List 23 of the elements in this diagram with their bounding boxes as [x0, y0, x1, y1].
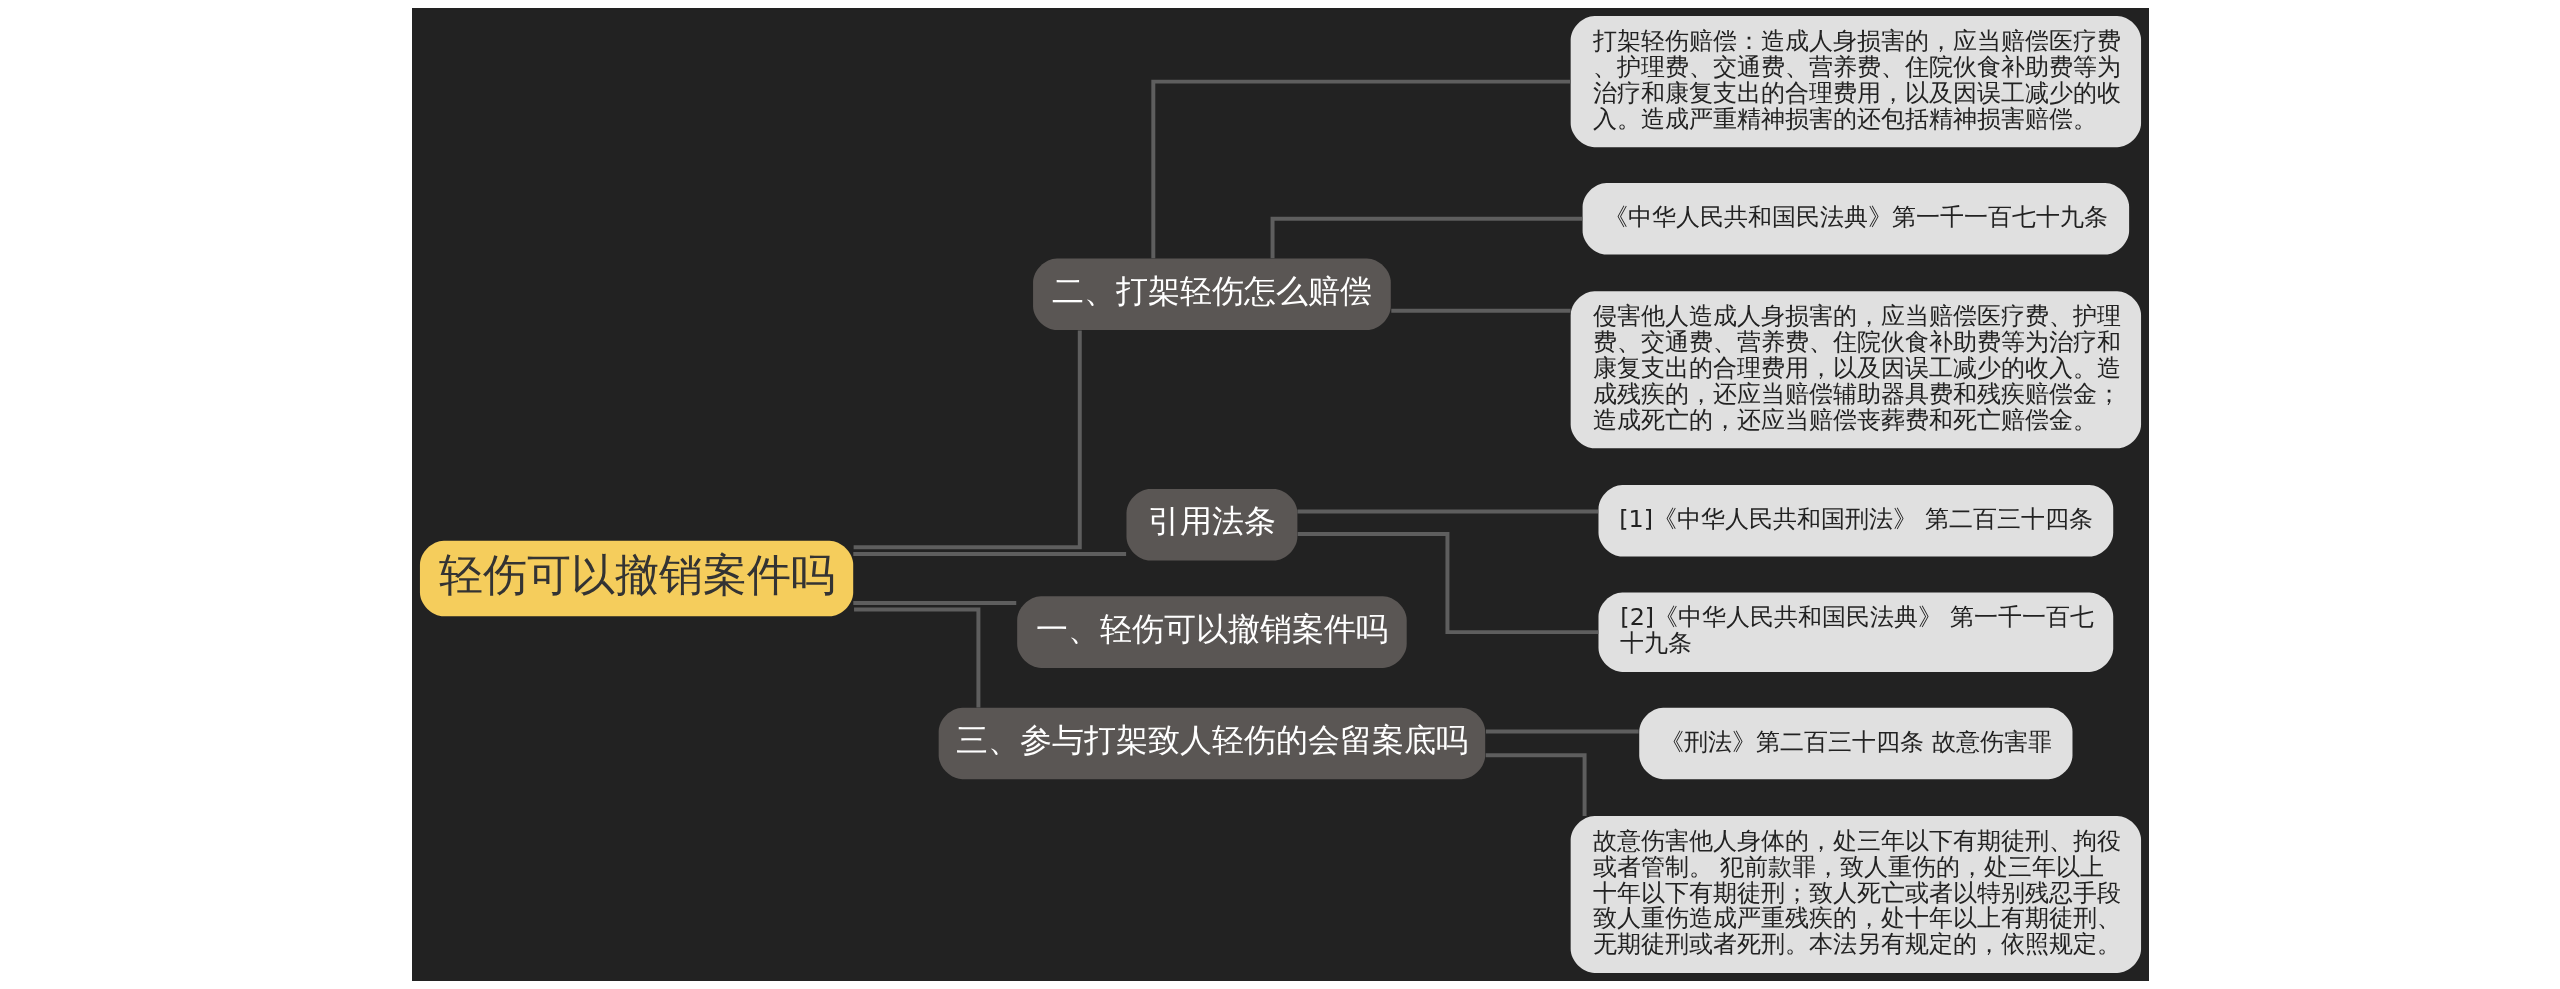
node-box: 打架轻伤赔偿：造成人身损害的，应当赔偿医疗费、护理费、交通费、营养费、住院伙食补助费等为治疗和康复支出的合理费用，以及因误工减少的收入。造成严重精神损害的还包括精神损害赔偿。 — [1570, 16, 2141, 148]
node-box: 故意伤害他人身体的，处三年以下有期徒刑、拘役或者管制。 犯前款罪，致人重伤的，处三年以上十年以下有期徒刑；致人死亡或者以特别残忍手段致人重伤造成严重残疾的，处十年以上有期徒刑、无期徒刑或者死刑。本法另有规定的，依照规定。 — [1570, 815, 2141, 973]
node-box: 侵害他人造成人身损害的，应当赔偿医疗费、护理费、交通费、营养费、住院伙食补助费等为治疗和康复支出的合理费用，以及因误工减少的收入。造成残疾的，还应当赔偿辅助器具费和残疾赔偿金；造成死亡的，还应当赔偿丧葬费和死亡赔偿金。 — [1570, 291, 2141, 449]
connector — [1485, 753, 1587, 816]
connector — [1485, 729, 1639, 734]
connector — [853, 330, 1082, 550]
connector — [1297, 532, 1598, 635]
node-box: 轻伤可以撤销案件吗 — [419, 540, 853, 617]
connector — [853, 607, 980, 708]
node-box: [1]《中华人民共和国刑法》 第二百三十四条 — [1598, 485, 2113, 557]
node-box: 二、打架轻伤怎么赔偿 — [1032, 258, 1391, 331]
node-box: 三、参与打架致人轻伤的会留案底吗 — [938, 707, 1485, 780]
connector — [1270, 216, 1582, 259]
connector — [1150, 79, 1571, 259]
connector — [852, 551, 1126, 556]
connector — [852, 601, 1016, 605]
node-box: 引用法条 — [1126, 489, 1297, 561]
node-box: 《刑法》第二百三十四条 故意伤害罪 — [1638, 707, 2072, 780]
node-box: 《中华人民共和国民法典》第一千一百七十九条 — [1582, 182, 2129, 255]
connector — [1296, 509, 1598, 514]
connector — [1390, 308, 1571, 313]
node-box: [2]《中华人民共和国民法典》 第一千一百七十九条 — [1598, 592, 2113, 672]
node-box: 一、轻伤可以撤销案件吗 — [1016, 596, 1407, 668]
